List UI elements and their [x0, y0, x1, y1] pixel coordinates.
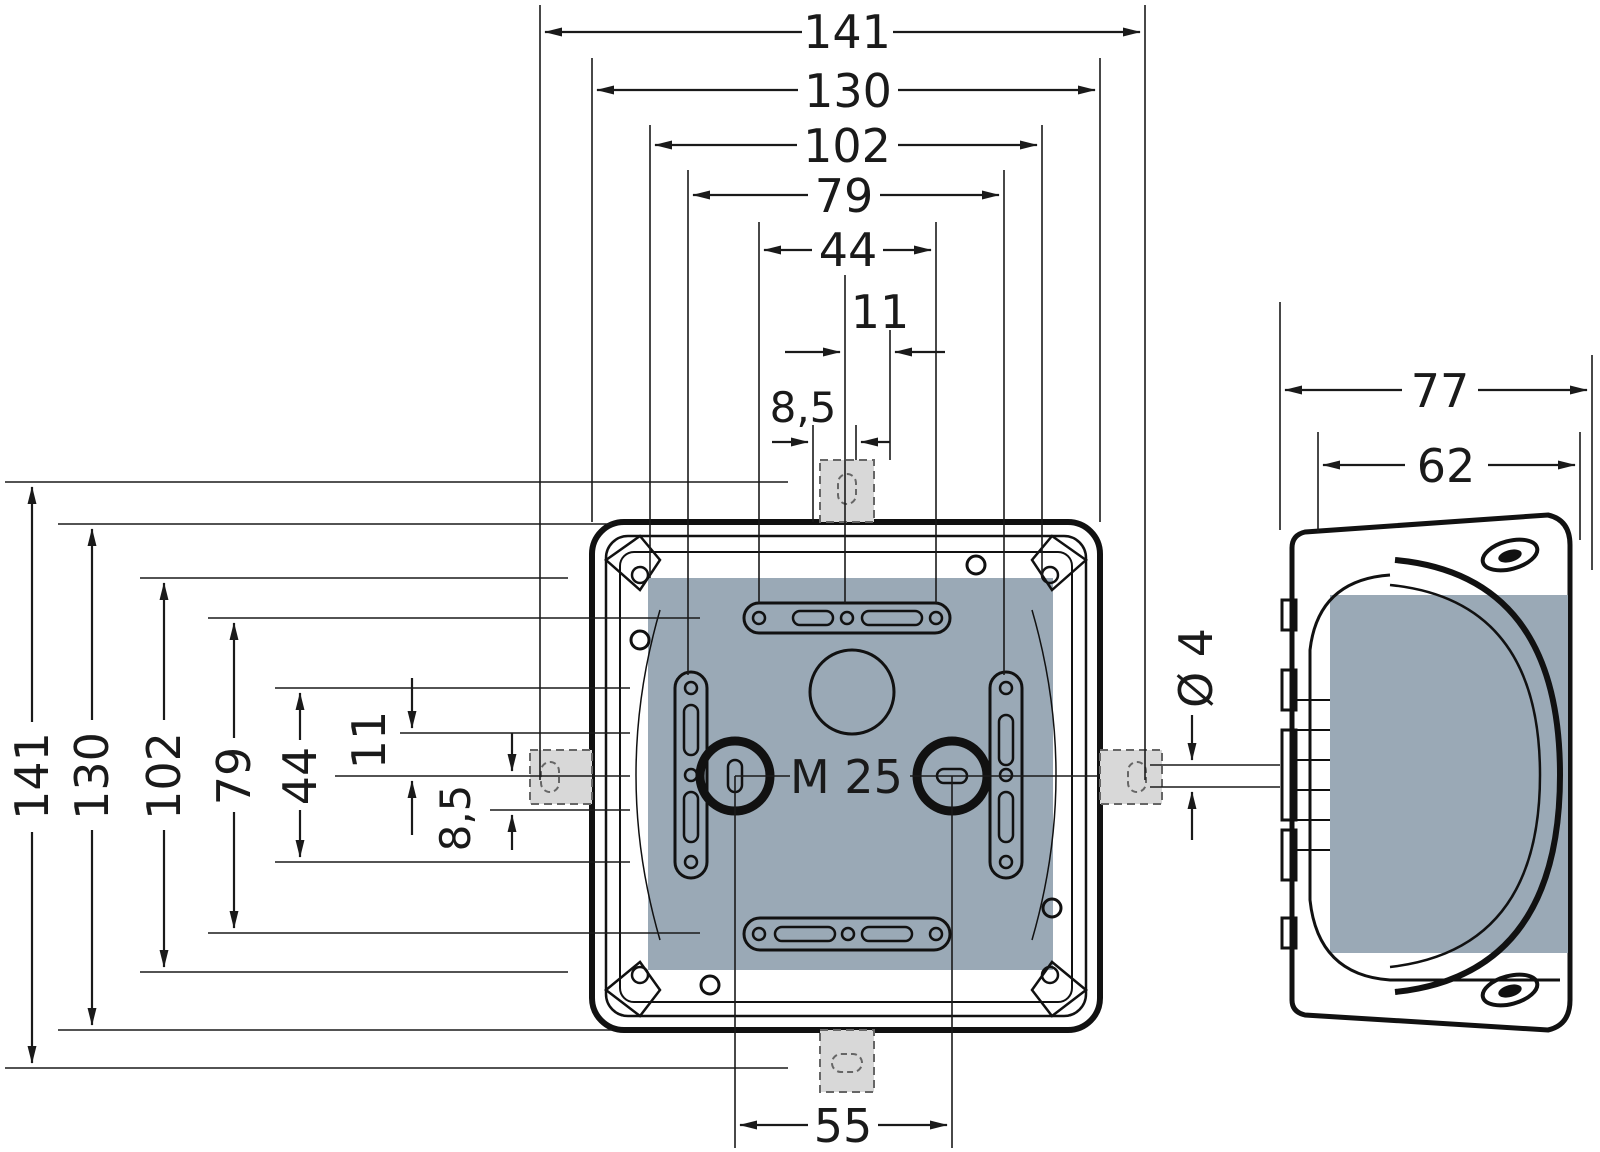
- side-latch-top: [1480, 537, 1540, 573]
- dim-top-79: 79: [815, 169, 874, 223]
- small-hole: [965, 554, 987, 576]
- small-hole: [629, 629, 651, 651]
- center-knockout: [808, 648, 896, 736]
- dim-hole-diameter: Ø 4: [1169, 628, 1223, 708]
- side-ribs: [1280, 598, 1330, 950]
- front-housing-frame: [619, 551, 1073, 1003]
- dim-left-79: 79: [207, 747, 261, 806]
- dim-left-11: 11: [342, 711, 396, 770]
- bottom-dimensions: 55: [734, 776, 953, 1152]
- side-view: [1280, 512, 1573, 1033]
- side-dimensions: 77 62 Ø 4: [1150, 302, 1593, 840]
- dim-top-141: 141: [803, 5, 891, 59]
- side-panel-fill: [1330, 595, 1568, 953]
- top-dimensions: 141 130 102 79 44 11 8,5: [539, 5, 1146, 780]
- side-dome-outer: [1308, 573, 1560, 982]
- corner-screw-bottom-right: [1030, 960, 1089, 1018]
- plug-bottom: [819, 1029, 875, 1093]
- dim-top-102: 102: [803, 119, 891, 173]
- inner-arc-right: [1031, 609, 1057, 941]
- dim-left-102: 102: [137, 732, 191, 820]
- dim-left-8-5: 8,5: [431, 785, 480, 852]
- dim-left-141: 141: [5, 732, 59, 820]
- left-dimensions: 141 130 102 79 44 11 8,5: [5, 481, 788, 1069]
- side-housing-outer: [1289, 512, 1573, 1033]
- dim-top-130: 130: [804, 64, 892, 118]
- side-dome-arc: [1394, 557, 1564, 995]
- dim-bottom-55: 55: [814, 1099, 873, 1152]
- small-hole: [699, 974, 721, 996]
- plug-right: [1099, 749, 1163, 805]
- side-dome-arc-inner: [1389, 583, 1542, 969]
- side-latch-bottom: [1480, 972, 1540, 1008]
- corner-screw-top-left: [603, 534, 662, 592]
- dim-side-62: 62: [1417, 439, 1476, 493]
- front-view: M 25: [529, 459, 1163, 1093]
- plug-top: [819, 459, 875, 523]
- inner-arc-left: [635, 609, 661, 941]
- dim-left-44: 44: [273, 747, 327, 806]
- corner-screw-bottom-left: [603, 960, 662, 1018]
- dim-top-8-5: 8,5: [770, 383, 837, 432]
- slot-row-bottom: [742, 916, 952, 952]
- dim-side-77: 77: [1411, 364, 1470, 418]
- small-hole: [1041, 897, 1063, 919]
- dim-left-130: 130: [65, 732, 119, 820]
- dim-top-44: 44: [819, 223, 878, 277]
- dim-top-11: 11: [851, 285, 910, 339]
- slot-column-left: [673, 670, 709, 880]
- slot-row-top: [742, 601, 952, 635]
- thread-label: M 25: [790, 750, 903, 804]
